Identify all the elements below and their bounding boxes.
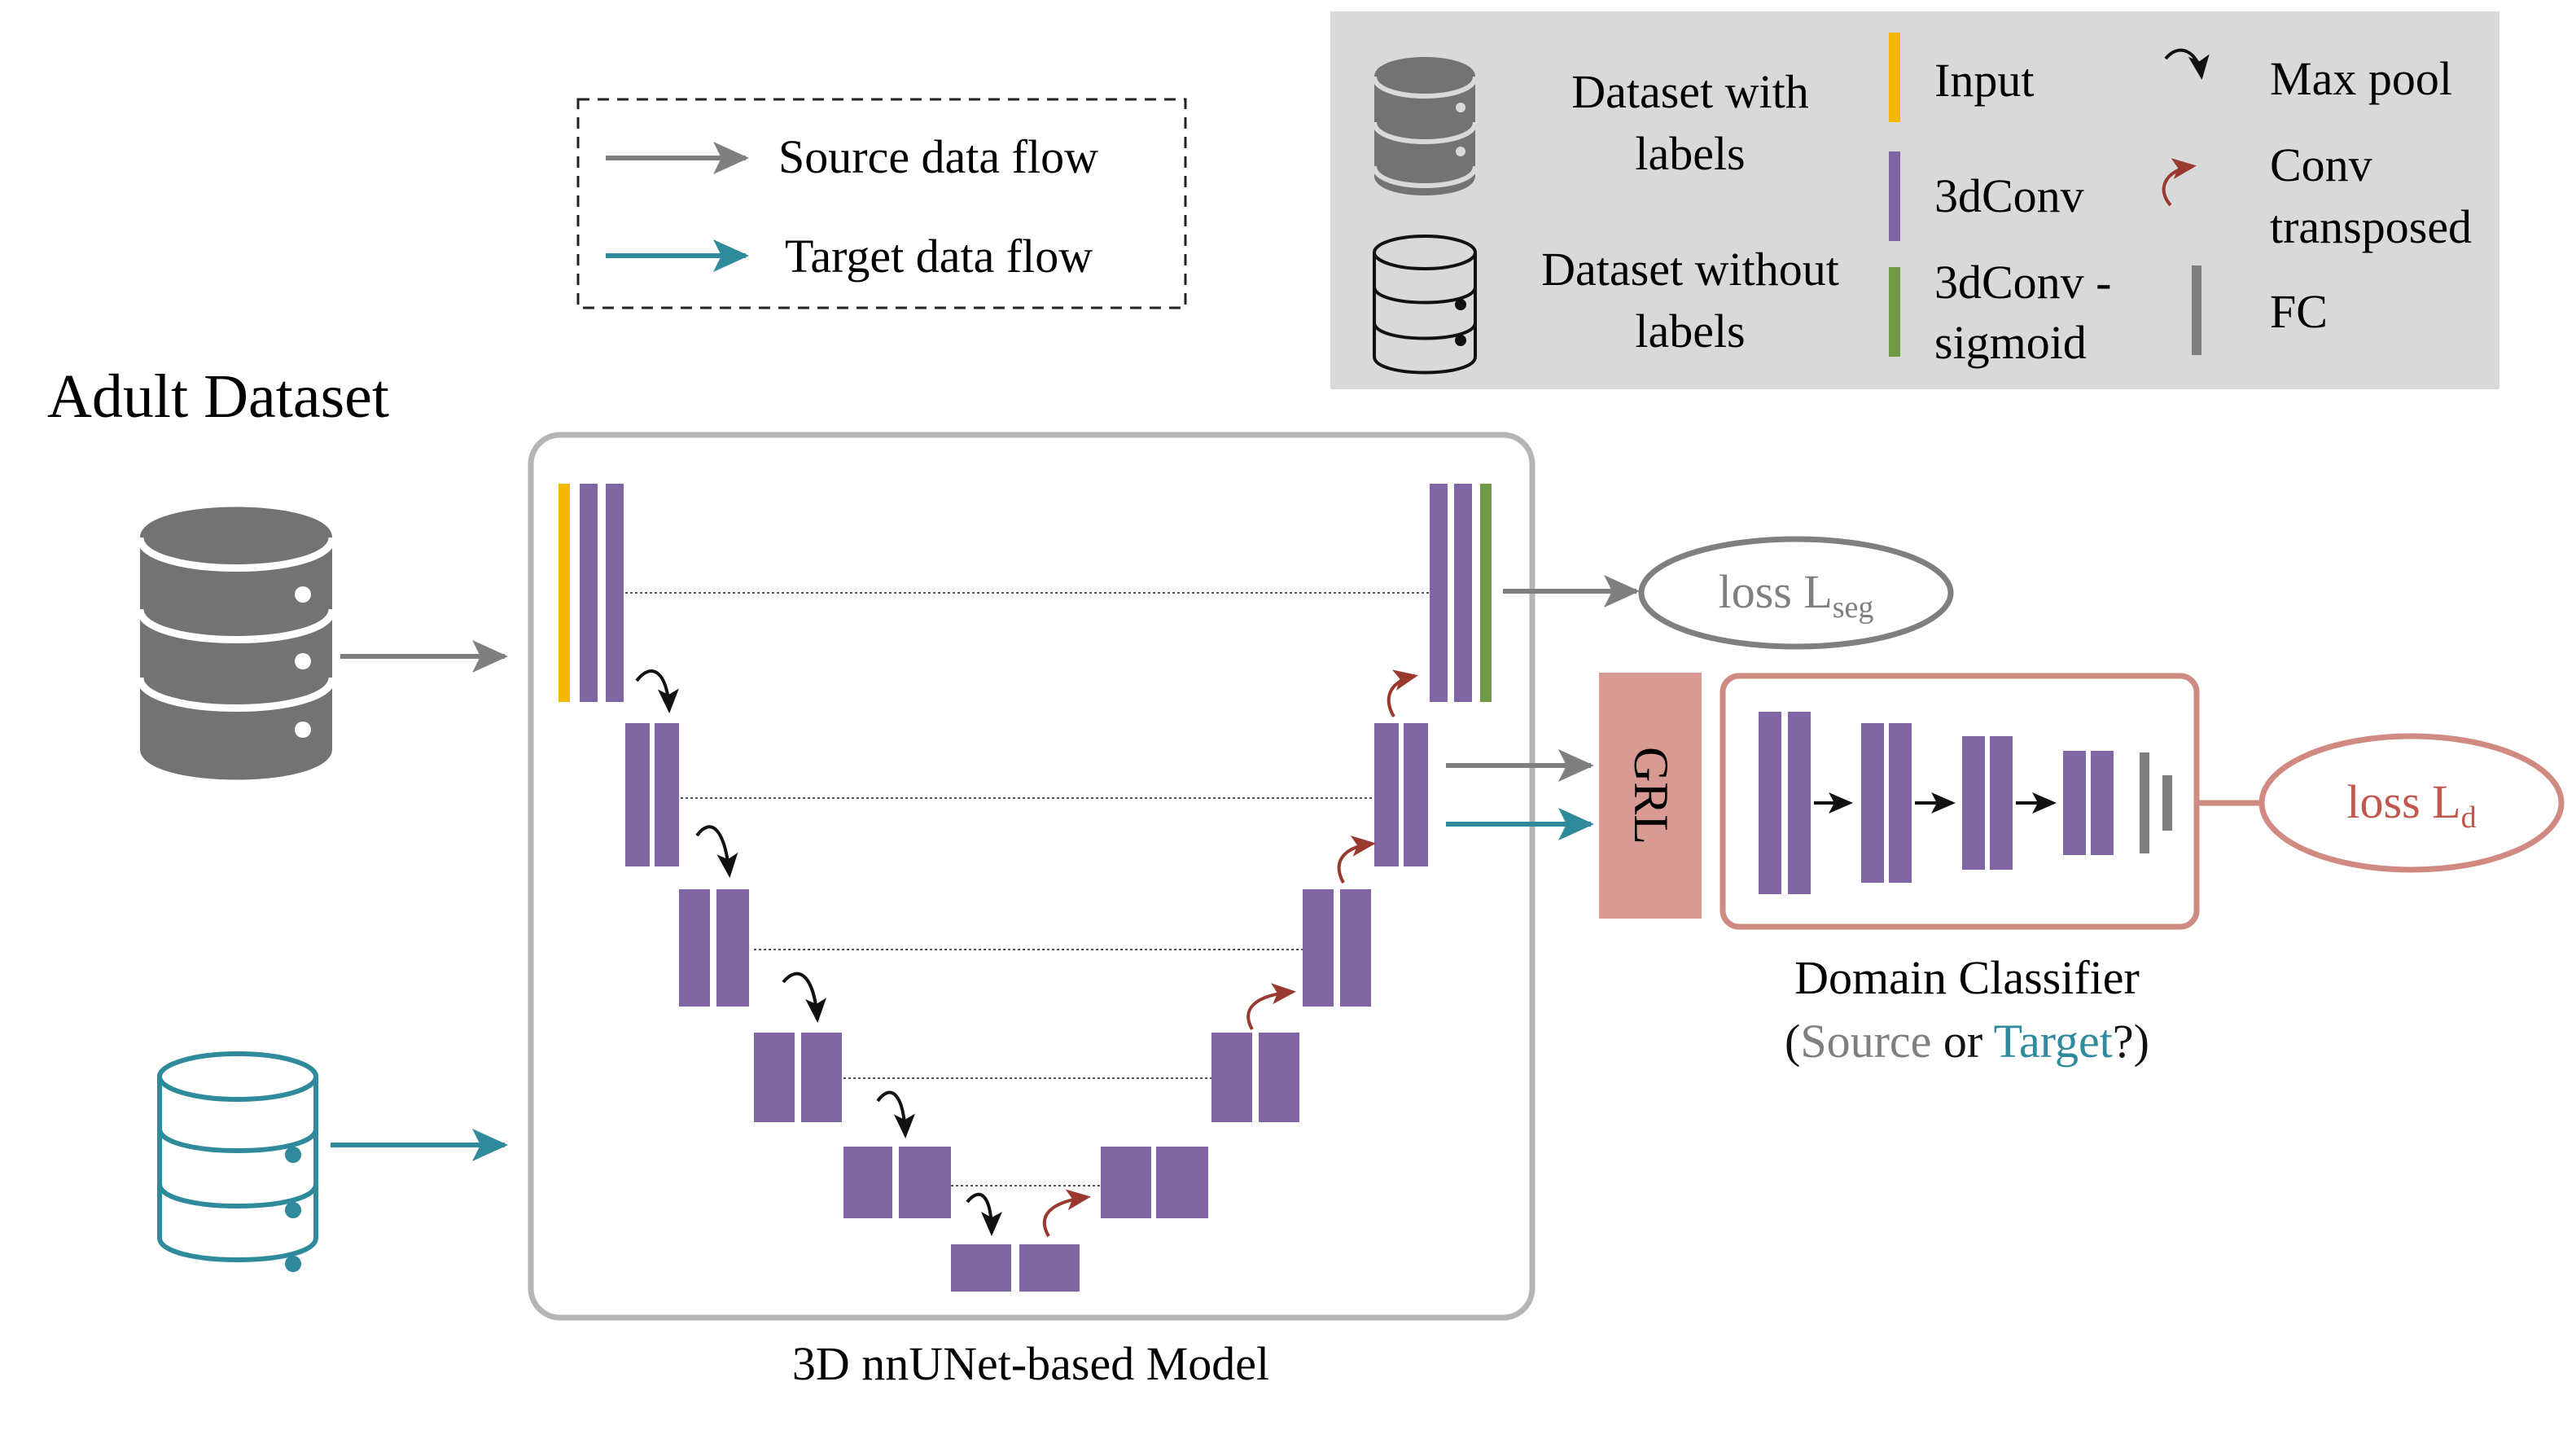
- loss-d-ellipse: [2258, 733, 2565, 873]
- sigmoid-swatch: [1889, 267, 1900, 357]
- classifier-conv-block: [1990, 736, 2013, 870]
- symbol-legend-box: [1330, 11, 2499, 389]
- unet-conv-block: [580, 484, 598, 702]
- unet-model-frame: [528, 432, 1536, 1321]
- conv-transposed-arrow-icon: [1246, 983, 1296, 1031]
- domain-classifier-question: (Source or Target?): [1785, 1015, 2149, 1068]
- conv-transposed-arrow-icon: [2162, 158, 2197, 207]
- max-pool-arrow-icon: [876, 1090, 915, 1138]
- classifier-conv-block: [1889, 723, 1912, 883]
- max-pool-arrow-icon: [782, 972, 827, 1023]
- classifier-conv-block: [2091, 751, 2114, 855]
- max-pool-arrow-icon: [635, 669, 679, 713]
- unet-conv-block: [606, 484, 624, 702]
- loss-seg-ellipse: [1638, 536, 1954, 650]
- grl-block: [1599, 673, 1702, 919]
- legend-fc-label: FC: [2270, 285, 2328, 338]
- classifier-fc-block: [2140, 752, 2149, 853]
- target-database-icon: [157, 1051, 318, 1272]
- legend-sigmoid-line1: 3dConv -: [1934, 256, 2112, 309]
- max-pool-arrows: [635, 669, 1002, 1236]
- source-flow-label: Source data flow: [778, 130, 1098, 183]
- target-flow-label: Target data flow: [785, 230, 1093, 283]
- unet-conv-block: [1101, 1147, 1151, 1218]
- dataset-with-labels-line2: labels: [1635, 127, 1745, 180]
- database-outline-icon: [1373, 235, 1477, 375]
- dataset-with-labels-line1: Dataset with: [1571, 65, 1809, 118]
- classifier-conv-block: [1759, 712, 1781, 894]
- conv-transposed-arrow-icon: [1337, 835, 1376, 884]
- unet-conv-block: [801, 1033, 842, 1122]
- unet-conv-block: [899, 1147, 951, 1218]
- unet-conv-block: [1404, 723, 1428, 866]
- legend-sigmoid-line2: sigmoid: [1934, 316, 2087, 369]
- conv-transposed-arrows: [1043, 669, 1418, 1238]
- fc-swatch: [2192, 265, 2201, 355]
- unet-conv-block: [1374, 723, 1399, 866]
- domain-classifier-title: Domain Classifier: [1794, 951, 2140, 1004]
- dataset-without-labels-line1: Dataset without: [1541, 243, 1839, 296]
- unet-input-block: [559, 484, 570, 702]
- unet-conv-block: [679, 889, 710, 1007]
- loss-seg-main: loss L: [1719, 565, 1833, 618]
- classifier-conv-block: [1861, 723, 1884, 883]
- loss-seg-label: loss Lseg: [1719, 565, 1874, 625]
- conv-transposed-arrow-icon: [1387, 669, 1418, 718]
- unet-conv-block: [1430, 484, 1448, 702]
- unet-bottleneck-block: [951, 1244, 1011, 1292]
- loss-d-subscript: d: [2461, 801, 2477, 835]
- unet-conv-block: [754, 1033, 795, 1122]
- flow-legend: Source data flow Target data flow: [576, 98, 1187, 309]
- legend-conv-transposed-line2: transposed: [2270, 200, 2472, 253]
- max-pool-arrow-icon: [695, 825, 738, 878]
- source-database-icon: [136, 507, 336, 780]
- question-target-word: Target: [1994, 1015, 2113, 1068]
- classifier-conv-block: [2063, 751, 2086, 855]
- unet-conv-block: [1211, 1033, 1252, 1122]
- flow-legend-box: [576, 98, 1187, 309]
- unet-sigmoid-block: [1480, 484, 1492, 702]
- adult-dataset-title: Adult Dataset: [47, 362, 389, 431]
- unet-conv-block: [1156, 1147, 1208, 1218]
- input-swatch: [1889, 33, 1900, 122]
- classifier-conv-block: [1962, 736, 1985, 870]
- question-source-word: Source: [1800, 1015, 1931, 1068]
- grl-label: GRL: [1624, 747, 1678, 844]
- unet-conv-block: [1454, 484, 1472, 702]
- classifier-fc-block: [2162, 775, 2172, 831]
- unet-model-label: 3D nnUNet-based Model: [792, 1337, 1269, 1390]
- loss-d-label: loss Ld: [2346, 775, 2476, 835]
- unet-conv-block: [625, 723, 650, 866]
- unet-conv-block: [1303, 889, 1334, 1007]
- unet-conv-block: [843, 1147, 892, 1218]
- conv-transposed-arrow-icon: [1043, 1189, 1091, 1238]
- max-pool-arrow-icon: [966, 1192, 1002, 1236]
- conv3d-swatch: [1889, 151, 1900, 241]
- legend-max-pool-label: Max pool: [2270, 52, 2452, 105]
- classifier-conv-block: [1788, 712, 1811, 894]
- legend-conv3d-label: 3dConv: [1934, 169, 2084, 222]
- legend-conv-transposed-line1: Conv: [2270, 138, 2372, 191]
- unet-conv-block: [655, 723, 679, 866]
- unet-conv-block: [1259, 1033, 1299, 1122]
- legend-input-label: Input: [1934, 54, 2034, 107]
- dataset-without-labels-line2: labels: [1635, 305, 1745, 358]
- unet-bottleneck-block: [1019, 1244, 1080, 1292]
- database-filled-icon: [1372, 57, 1478, 195]
- symbol-legend: Dataset with labels Dataset without labe…: [1330, 11, 2499, 389]
- unet-conv-block: [1340, 889, 1371, 1007]
- loss-seg-subscript: seg: [1833, 590, 1874, 625]
- skip-connections: [625, 592, 1430, 1187]
- loss-d-main: loss L: [2346, 775, 2460, 828]
- max-pool-arrow-icon: [2164, 48, 2210, 80]
- unet-conv-block: [716, 889, 749, 1007]
